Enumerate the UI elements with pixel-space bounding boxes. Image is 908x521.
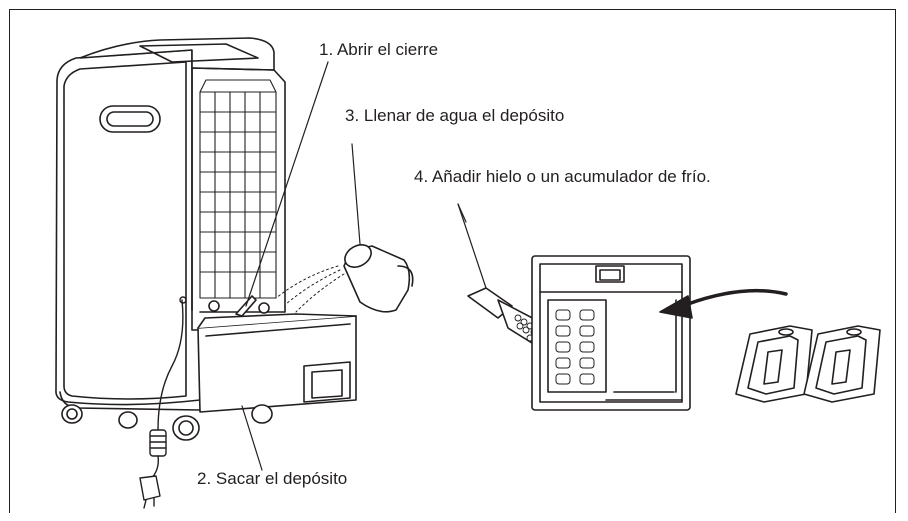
step3-label: 3. Llenar de agua el depósito bbox=[345, 106, 565, 125]
carry-handle bbox=[100, 106, 160, 132]
water-tank bbox=[198, 314, 356, 412]
cooling-filter-grid bbox=[200, 80, 276, 298]
leader-line-step2 bbox=[242, 406, 262, 470]
step4-label: 4. Añadir hielo o un acumulador de frío. bbox=[414, 167, 711, 186]
tank-top-view bbox=[532, 256, 690, 410]
air-cooler-illustration bbox=[56, 38, 356, 508]
ice-pack-right bbox=[804, 326, 880, 402]
cooler-side-panel bbox=[56, 50, 200, 405]
water-pitcher bbox=[341, 144, 413, 312]
diagram-frame bbox=[9, 9, 896, 513]
caster-wheels bbox=[62, 405, 272, 440]
cooler-back-frame bbox=[192, 68, 285, 312]
cooler-top bbox=[80, 38, 274, 70]
step1-label: 1. Abrir el cierre bbox=[319, 40, 439, 59]
water-stream bbox=[276, 266, 344, 312]
step2-label: 2. Sacar el depósito bbox=[197, 469, 348, 488]
insert-arrow bbox=[688, 291, 786, 304]
power-cord bbox=[140, 297, 186, 508]
leader-line-step1 bbox=[246, 62, 328, 306]
ice-pack-left bbox=[736, 326, 812, 402]
leader-line-step4 bbox=[458, 204, 466, 222]
